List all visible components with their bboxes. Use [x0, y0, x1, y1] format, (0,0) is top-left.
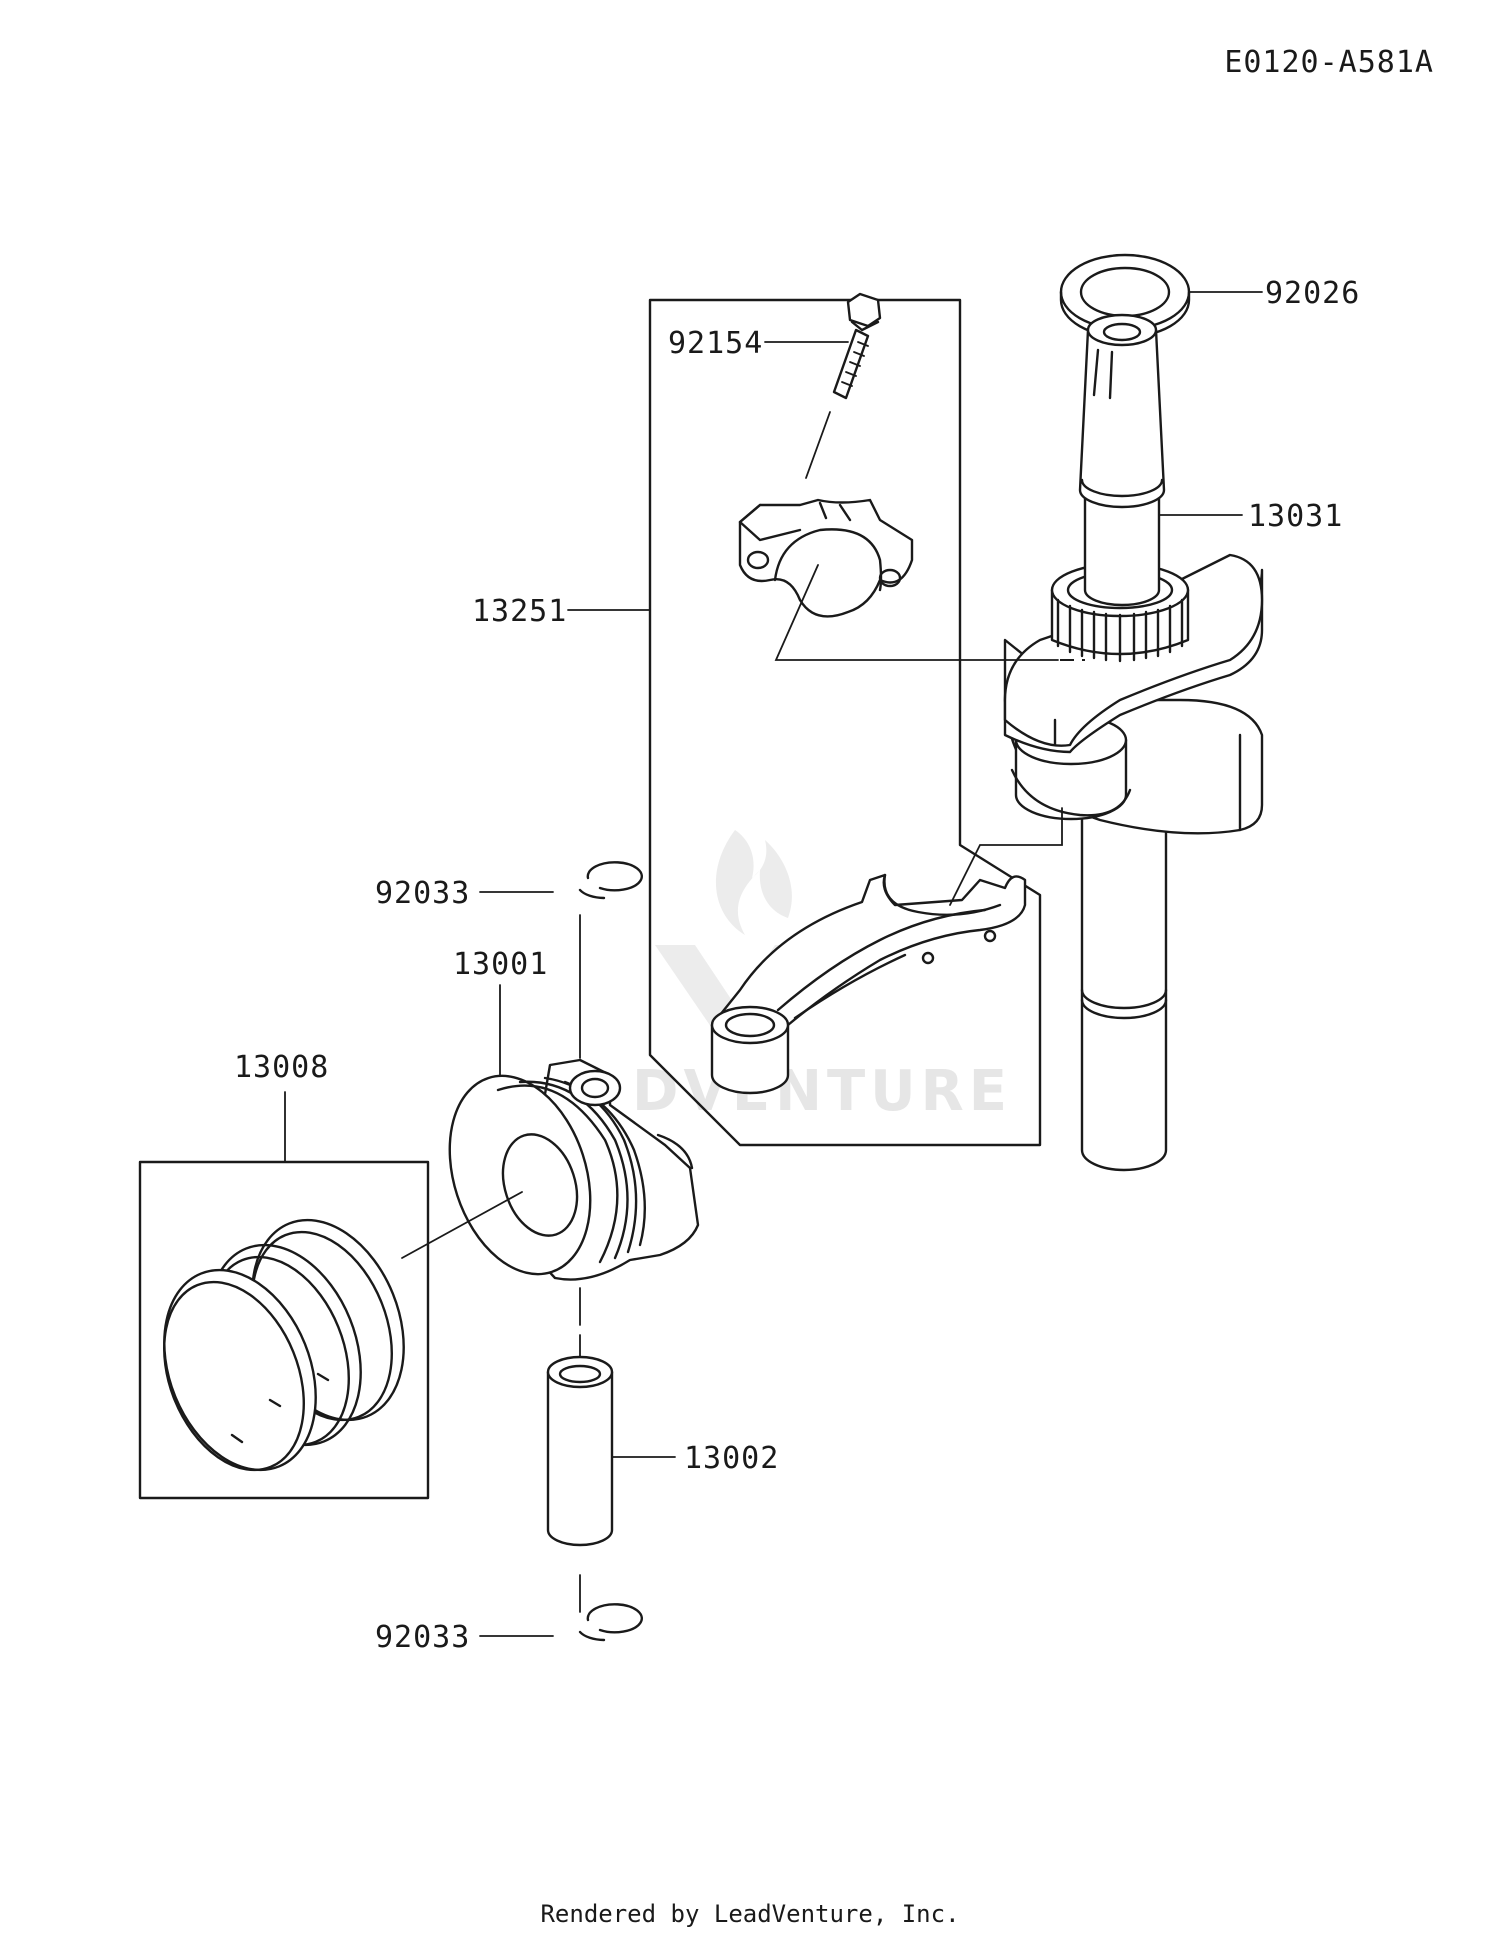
callout-13008[interactable]: 13008 — [234, 1050, 329, 1085]
callout-92026[interactable]: 92026 — [1265, 276, 1360, 311]
callout-92033-bottom[interactable]: 92033 — [375, 1620, 470, 1655]
callout-92154[interactable]: 92154 — [668, 326, 763, 361]
circlip-bottom-illustration[interactable] — [578, 1603, 643, 1642]
callout-13251[interactable]: 13251 — [472, 594, 567, 629]
circlip-top-illustration[interactable] — [578, 861, 643, 900]
piston-illustration[interactable] — [426, 1058, 700, 1293]
connecting-rod-illustration[interactable] — [710, 873, 1027, 1095]
footer-credit: Rendered by LeadVenture, Inc. — [540, 1900, 959, 1928]
ring-set-box — [138, 1160, 430, 1500]
crankshaft-illustration[interactable] — [1003, 313, 1264, 1172]
callout-13001[interactable]: 13001 — [453, 947, 548, 982]
bolt-illustration[interactable] — [832, 292, 882, 400]
piston-rings-illustration[interactable] — [136, 1197, 432, 1492]
diagram-code: E0120-A581A — [1224, 45, 1434, 80]
callout-13031[interactable]: 13031 — [1248, 499, 1343, 534]
callout-92033-top[interactable]: 92033 — [375, 876, 470, 911]
rod-cap-illustration[interactable] — [738, 498, 914, 618]
watermark-text: DVENTURE — [632, 1059, 1012, 1124]
callout-13002[interactable]: 13002 — [684, 1441, 779, 1476]
piston-pin-illustration[interactable] — [546, 1355, 614, 1547]
